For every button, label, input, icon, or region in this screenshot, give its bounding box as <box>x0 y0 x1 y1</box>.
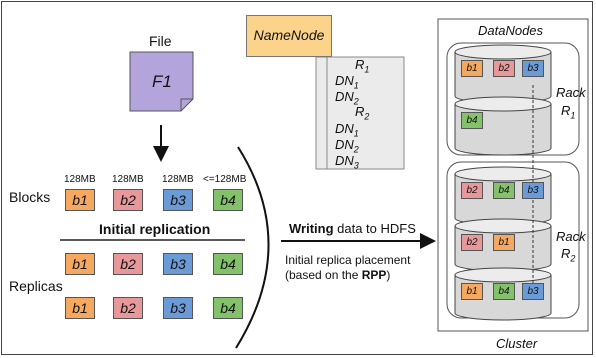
blocks-label: Blocks <box>9 189 51 205</box>
replica-b4: b4 <box>213 253 243 275</box>
placement-line1: Initial replica placement <box>285 253 411 267</box>
rack-r2-id: R2 <box>561 246 576 264</box>
grouping-bracket <box>235 146 270 349</box>
placement-rpp: RPP <box>361 268 387 282</box>
namenode-entry: DN1 <box>335 73 359 91</box>
block-size-label: <=128MB <box>203 174 247 185</box>
block-b3: b3 <box>163 189 193 211</box>
namenode-entry: R2 <box>355 104 370 122</box>
file-name: F1 <box>152 72 172 91</box>
namenode-entry: R1 <box>355 57 370 75</box>
writing-bold: Writing <box>289 221 334 236</box>
writing-caption: Writing data to HDFS <box>289 221 416 236</box>
datanodes-title: DataNodes <box>478 23 544 38</box>
namenode-entry: DN3 <box>335 153 359 171</box>
datanode-block-b3: b3 <box>522 60 544 77</box>
datanode-block-b2: b2 <box>461 234 483 251</box>
datanode-block-b2: b2 <box>461 182 483 199</box>
file-document-icon <box>129 51 194 112</box>
replica-b1: b1 <box>65 297 95 319</box>
placement-line2: (based on the RPP) <box>285 268 390 282</box>
datanode-block-b4: b4 <box>493 182 515 199</box>
rack-r2-label: Rack <box>556 229 586 244</box>
block-size-label: 128MB <box>162 174 194 185</box>
namenode-list-panel <box>315 56 405 170</box>
namenode-entry: DN1 <box>335 121 359 139</box>
datanode-block-b1: b1 <box>493 234 515 251</box>
file-corner-fold <box>180 98 193 111</box>
replica-b2: b2 <box>113 297 143 319</box>
datanode-block-b3: b3 <box>522 182 544 199</box>
placement-line2-post: ) <box>386 268 391 282</box>
block-b2: b2 <box>113 189 143 211</box>
datanode-disk-top <box>454 166 552 182</box>
block-size-label: 128MB <box>64 174 96 185</box>
namenode-entry: DN2 <box>335 89 359 107</box>
datanode-disk-top <box>454 218 552 234</box>
block-b1: b1 <box>65 189 95 211</box>
namenode-title: NameNode <box>253 27 325 43</box>
replicas-label: Replicas <box>9 278 63 294</box>
replica-b1: b1 <box>65 253 95 275</box>
replica-b2: b2 <box>113 253 143 275</box>
file-title: File <box>149 33 172 49</box>
rack-r1-label: Rack <box>556 85 586 100</box>
block-b4: b4 <box>213 189 243 211</box>
namenode-box: NameNode <box>246 15 332 57</box>
datanode-disk-top <box>454 267 552 283</box>
cluster-label: Cluster <box>496 336 538 351</box>
datanode-block-b4: b4 <box>493 283 515 300</box>
datanode-block-b2: b2 <box>493 60 515 77</box>
datanode-block-b1: b1 <box>461 60 483 77</box>
replica-b3: b3 <box>163 253 193 275</box>
namenode-entry: DN2 <box>335 137 359 155</box>
block-size-label: 128MB <box>112 174 144 185</box>
rack-r1-id: R1 <box>561 103 576 121</box>
datanode-block-b4: b4 <box>461 112 483 129</box>
datanode-disk-top <box>454 44 552 60</box>
replication-title: Initial replication <box>99 221 211 237</box>
replica-b4: b4 <box>213 297 243 319</box>
replica-b3: b3 <box>163 297 193 319</box>
placement-line2-pre: (based on the <box>285 268 362 282</box>
datanode-disk-top <box>454 96 552 112</box>
datanode-block-b3: b3 <box>522 283 544 300</box>
writing-rest: data to HDFS <box>333 221 416 236</box>
datanode-block-b1: b1 <box>461 283 483 300</box>
